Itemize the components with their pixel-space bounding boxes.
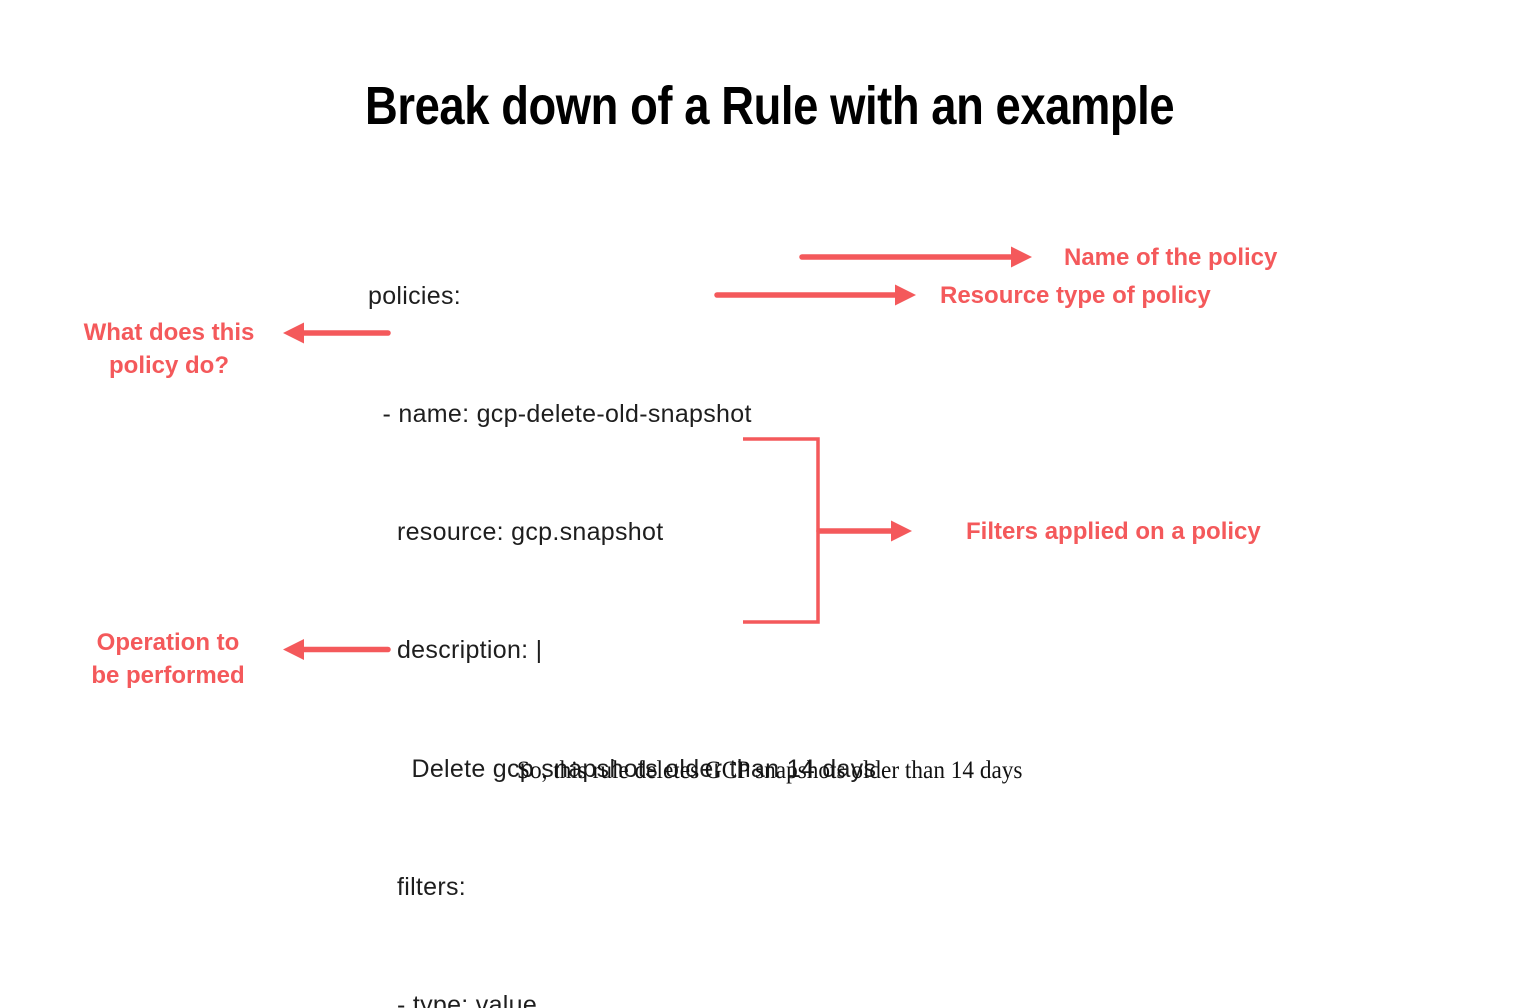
code-line-description: description: | (368, 636, 543, 665)
page-title-text: Break down of a Rule with an example (365, 76, 1175, 136)
actions-annotation: Operation to be performed (60, 626, 276, 692)
code-line-resource: resource: gcp.snapshot (368, 518, 664, 547)
summary-text-content: So, this rule deletes GCP snapshots olde… (517, 757, 1023, 784)
actions-annotation-line2: be performed (91, 662, 245, 689)
description-annotation-line2: policy do? (109, 352, 229, 379)
filters-annotation: Filters applied on a policy (966, 518, 1261, 545)
name-annotation: Name of the policy (1064, 244, 1278, 271)
summary-text: So, this rule deletes GCP snapshots olde… (0, 757, 1540, 785)
actions-annotation-line1: Operation to (96, 629, 240, 656)
code-line-filters: filters: (368, 872, 467, 901)
code-line-filter-type: - type: value (368, 991, 538, 1008)
yaml-code-block: policies: - name: gcp-delete-old-snapsho… (368, 198, 876, 1008)
code-line-description-text: Delete gcp snapshots older than 14 days (368, 754, 877, 783)
code-line-policies: policies: (368, 281, 462, 310)
page-title: Break down of a Rule with an example (0, 79, 1540, 133)
code-line-name: - name: gcp-delete-old-snapshot (368, 400, 752, 429)
resource-annotation: Resource type of policy (940, 282, 1211, 309)
description-annotation-line1: What does this (83, 319, 255, 346)
description-annotation: What does this policy do? (61, 316, 277, 382)
